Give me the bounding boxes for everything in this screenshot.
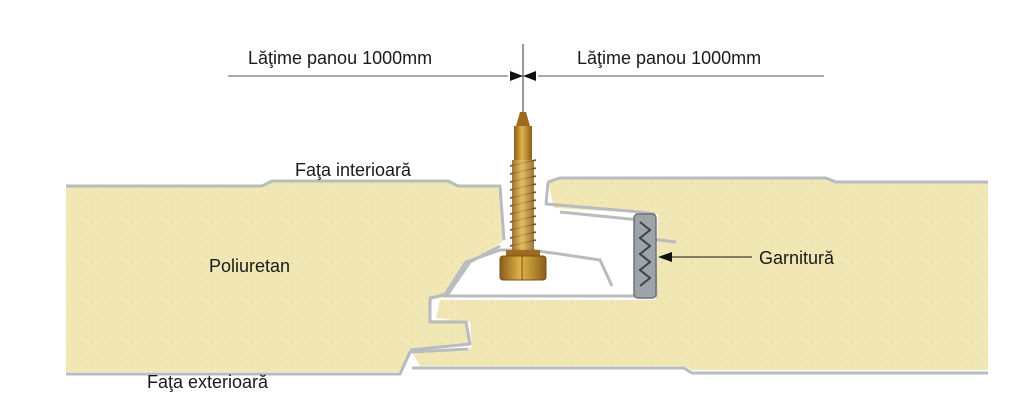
outer-face-label: Faţa exterioară [147,372,269,392]
gasket-label: Garnitură [759,248,835,268]
arrow-right-icon [523,71,536,81]
gasket-leader [658,252,752,262]
right-panel-core [412,178,988,370]
inner-face-label: Faţa interioară [295,160,412,180]
width-right-label: Lăţime panou 1000mm [577,48,762,68]
self-drilling-screw [499,112,547,281]
core-material-label: Poliuretan [209,256,291,276]
left-panel-core [66,181,505,372]
arrow-left-icon [510,71,523,81]
dimension-lines [228,44,824,112]
arrow-icon [658,252,672,262]
gasket-seal [633,213,657,299]
width-left-label: Lăţime panou 1000mm [248,48,433,68]
